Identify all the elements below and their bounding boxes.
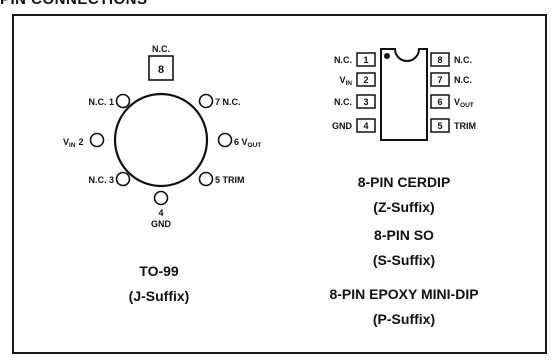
dip-pin6-number: 6 — [437, 97, 442, 107]
to99-pin8-label: N.C. — [152, 44, 170, 54]
diagram-frame — [12, 14, 547, 354]
dip-package: 1 2 3 4 N.C. VIN N.C. GND 8 7 6 5 N.C. N… — [329, 48, 479, 327]
dip-pin5-box — [430, 118, 450, 133]
dip-pin2-label: VIN — [339, 75, 352, 87]
dip-pin3-number: 3 — [363, 97, 368, 107]
dip-pin1-number: 1 — [363, 55, 368, 65]
dip-pin4-box — [356, 118, 376, 133]
dip-pin1-dot — [384, 53, 390, 59]
dip-pin3-label: N.C. — [334, 97, 352, 107]
dip-pin1-label: N.C. — [334, 55, 352, 65]
dip-pin2-number: 2 — [363, 75, 368, 85]
to99-pin3-circle — [115, 171, 131, 187]
to99-pin6-label: 6 VOUT — [234, 137, 261, 149]
dip-pin7-label: N.C. — [454, 75, 472, 85]
dip-body — [380, 48, 428, 141]
dip-pin8-box — [430, 52, 450, 67]
to99-caption-line2: (J-Suffix) — [129, 288, 190, 304]
dip-caption-s-suffix: (S-Suffix) — [373, 252, 435, 268]
dip-pin8-number: 8 — [437, 55, 442, 65]
to99-pin8-number: 8 — [158, 64, 164, 76]
dip-pin6-label: VOUT — [454, 97, 474, 109]
dip-pin2-box — [356, 72, 376, 87]
to99-pin4-number: 4 — [158, 208, 163, 218]
dip-pin3-box — [356, 94, 376, 109]
to99-pin7-circle — [198, 93, 214, 109]
dip-pin4-number: 4 — [363, 121, 368, 131]
to99-body-circle — [113, 92, 209, 188]
to99-pin6-circle — [217, 132, 233, 148]
to99-pin4-circle — [153, 190, 169, 206]
to99-pin1-label: N.C. 1 — [88, 97, 114, 107]
dip-pin5-number: 5 — [437, 121, 442, 131]
dip-caption-z-suffix: (Z-Suffix) — [373, 199, 434, 215]
section-heading: PIN CONNECTIONS — [0, 0, 148, 8]
to99-pin2-circle — [89, 132, 105, 148]
to99-pin8-square — [148, 55, 174, 81]
to99-pin1-circle — [115, 93, 131, 109]
dip-pin8-label: N.C. — [454, 55, 472, 65]
dip-pin1-box — [356, 52, 376, 67]
dip-pin5-label: TRIM — [454, 121, 476, 131]
dip-pin6-box — [430, 94, 450, 109]
dip-pin7-number: 7 — [437, 75, 442, 85]
dip-caption-p-suffix: (P-Suffix) — [373, 311, 435, 327]
dip-pin7-box — [430, 72, 450, 87]
to99-caption-line1: TO-99 — [139, 263, 179, 279]
dip-caption-so: 8-PIN SO — [374, 227, 434, 243]
dip-caption-mini-dip: 8-PIN EPOXY MINI-DIP — [329, 286, 478, 302]
dip-pin4-label: GND — [332, 121, 353, 131]
to99-pin3-label: N.C. 3 — [88, 175, 114, 185]
to99-pin5-label: 5 TRIM — [215, 175, 245, 185]
to99-pin5-circle — [198, 171, 214, 187]
dip-caption-cerdip: 8-PIN CERDIP — [358, 174, 451, 190]
to99-pin7-label: 7 N.C. — [215, 97, 241, 107]
to99-pin4-label: GND — [151, 219, 172, 229]
